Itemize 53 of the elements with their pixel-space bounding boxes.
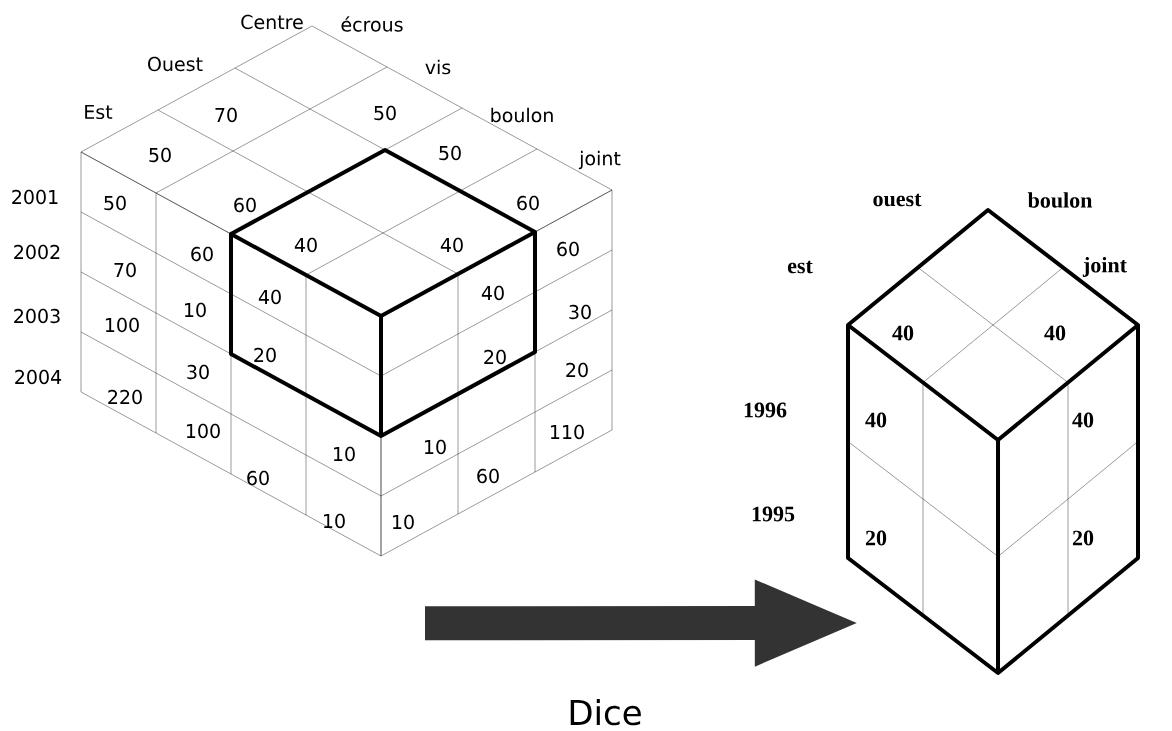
cell-value: 10 — [334, 446, 355, 462]
product-label: boulon — [491, 107, 553, 123]
cell-value: 50 — [439, 145, 461, 161]
year-label: 2004 — [15, 369, 62, 385]
cell-value: 20 — [566, 362, 588, 378]
cell-value: 60 — [517, 195, 539, 211]
cell-value: 20 — [1072, 530, 1094, 546]
year-label: 1995 — [752, 506, 795, 522]
cube-drawing — [846, 208, 1140, 675]
region-label: Est — [85, 104, 113, 120]
cell-value: 10 — [185, 302, 206, 318]
year-label: 2002 — [14, 244, 60, 260]
product-label: vis — [425, 59, 451, 75]
cell-value: 30 — [569, 304, 591, 320]
cell-value: 70 — [114, 262, 136, 278]
cell-value: 60 — [557, 241, 579, 257]
cell-value: 40 — [1072, 412, 1094, 428]
region-label: Ouest — [148, 56, 203, 72]
cell-value: 50 — [374, 105, 396, 121]
cell-value: 40 — [294, 237, 317, 253]
cell-value: 60 — [234, 197, 256, 213]
cell-value: 40 — [865, 412, 887, 428]
cell-value: 50 — [104, 195, 126, 211]
year-label: 1996 — [744, 402, 787, 418]
year-label: 2001 — [12, 189, 58, 205]
cell-value: 40 — [481, 285, 504, 301]
cell-value: 40 — [1044, 325, 1066, 341]
cell-value: 10 — [425, 439, 446, 455]
cell-value: 60 — [477, 468, 499, 484]
cell-value: 20 — [484, 349, 506, 365]
region-label: est — [787, 260, 813, 274]
cell-value: 40 — [440, 237, 463, 253]
cell-value: 30 — [187, 364, 209, 380]
cell-value: 100 — [186, 423, 220, 439]
cell-value: 60 — [191, 246, 213, 262]
product-label: écrous — [341, 16, 403, 32]
cell-value: 100 — [105, 317, 139, 333]
cell-value: 220 — [108, 389, 142, 405]
product-label: joint — [1082, 257, 1127, 277]
cell-value: 60 — [247, 470, 269, 486]
cell-value: 10 — [324, 513, 345, 529]
cell-value: 20 — [865, 530, 887, 546]
cell-value: 20 — [254, 347, 276, 363]
cell-value: 10 — [393, 514, 414, 530]
cell-value: 40 — [258, 289, 281, 305]
edge-label: Dice — [570, 699, 641, 726]
product-label: joint — [578, 150, 621, 170]
cell-value: 40 — [892, 325, 914, 341]
year-label: 2003 — [14, 308, 60, 324]
cell-value: 110 — [550, 424, 584, 440]
cell-value: 70 — [215, 107, 237, 123]
cell-value: 50 — [149, 147, 171, 163]
region-label: Centre — [241, 14, 303, 30]
